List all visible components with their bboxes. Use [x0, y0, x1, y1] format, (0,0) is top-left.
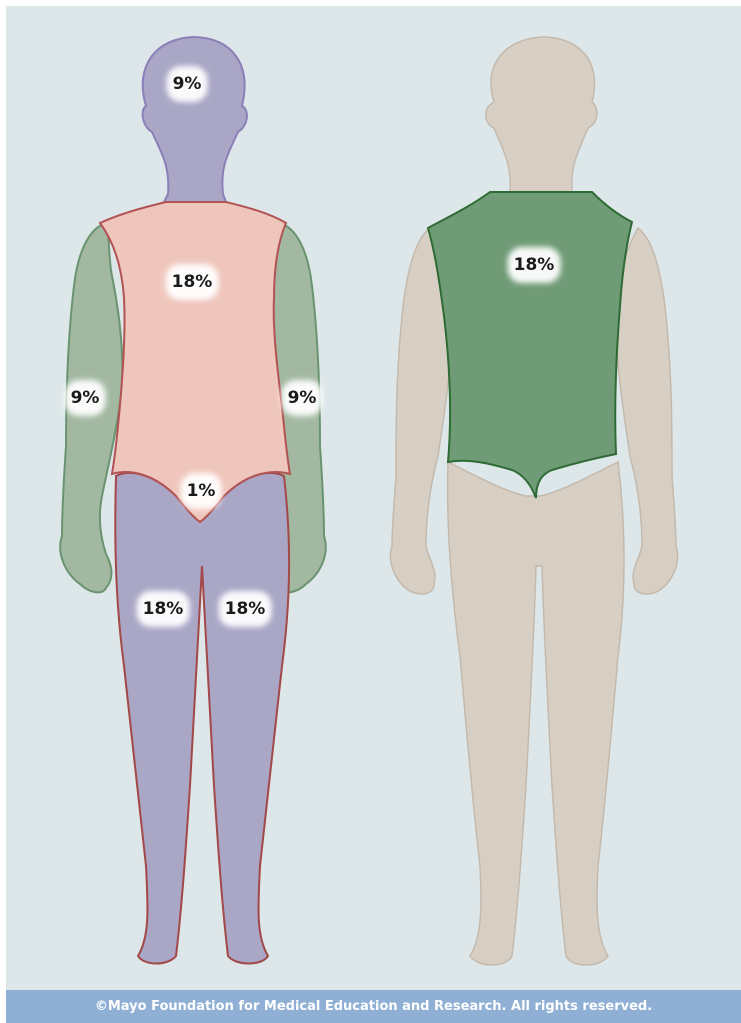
back-legs: [448, 462, 624, 965]
diagram-canvas: 9% 18% 9% 9% 1% 18% 18% 18% ©Mayo Founda…: [6, 6, 741, 1023]
front-trunk-percent-label: 18%: [172, 268, 213, 296]
left-leg-percent-label: 18%: [225, 595, 266, 623]
groin-percent-label: 1%: [187, 477, 216, 505]
front-head-region: [143, 37, 247, 202]
back-head: [486, 37, 597, 192]
right-arm-percent-label: 9%: [71, 384, 100, 412]
body-figures: [6, 6, 741, 991]
head-percent-label: 9%: [173, 70, 202, 98]
right-leg-percent-label: 18%: [143, 595, 184, 623]
back-figure: [390, 37, 677, 965]
copyright-footer: ©Mayo Foundation for Medical Education a…: [6, 990, 741, 1023]
back-trunk-region: [428, 192, 632, 498]
front-legs-region: [115, 473, 289, 964]
copyright-text: ©Mayo Foundation for Medical Education a…: [95, 999, 652, 1014]
back-trunk-percent-label: 18%: [514, 251, 555, 279]
left-arm-percent-label: 9%: [288, 384, 317, 412]
